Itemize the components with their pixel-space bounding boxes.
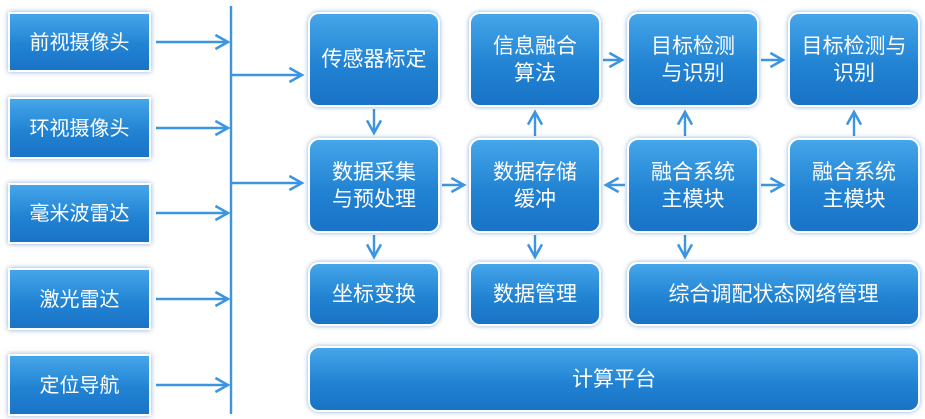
- positioning-navigation-label: 定位导航: [39, 372, 120, 397]
- data-acquisition-label-line1: 数据采集: [332, 160, 416, 185]
- data-acquisition-label-line2: 与预处理: [332, 186, 416, 211]
- lidar-label: 激光雷达: [39, 286, 120, 311]
- fusion-main-1-label-line1: 融合系统: [651, 160, 735, 185]
- target-detection-2-label-line1: 目标检测与: [801, 34, 907, 59]
- computing-platform-box: 计算平台: [308, 346, 920, 412]
- fusion-algorithm-box: 信息融合 算法: [469, 12, 601, 107]
- mmwave-radar-label: 毫米波雷达: [29, 201, 130, 225]
- front-camera-label: 前视摄像头: [29, 29, 130, 54]
- surround-camera-box: 环视摄像头: [8, 97, 151, 159]
- network-management-box: 综合调配状态网络管理: [627, 262, 920, 326]
- target-detection-1-label-line1: 目标检测: [651, 34, 735, 59]
- front-camera-box: 前视摄像头: [8, 12, 151, 72]
- data-management-label: 数据管理: [493, 281, 577, 306]
- fusion-algorithm-label-line1: 信息融合: [493, 34, 577, 59]
- network-management-label: 综合调配状态网络管理: [668, 281, 879, 306]
- mmwave-radar-box: 毫米波雷达: [8, 183, 151, 244]
- sensor-calibration-box: 传感器标定: [308, 12, 440, 107]
- fusion-main-module-box-1: 融合系统 主模块: [627, 138, 759, 233]
- positioning-navigation-box: 定位导航: [8, 354, 151, 416]
- target-detection-box-2: 目标检测与 识别: [788, 12, 920, 107]
- fusion-main-module-box-2: 融合系统 主模块: [788, 138, 920, 233]
- fusion-main-2-label-line2: 主模块: [822, 186, 886, 211]
- data-storage-label-line1: 数据存储: [493, 160, 577, 185]
- data-storage-label-line2: 缓冲: [514, 186, 556, 211]
- target-detection-box-1: 目标检测 与识别: [627, 12, 759, 107]
- sensor-calibration-label: 传感器标定: [321, 47, 427, 72]
- target-detection-1-label-line2: 与识别: [661, 60, 725, 85]
- data-storage-box: 数据存储 缓冲: [469, 138, 601, 233]
- lidar-box: 激光雷达: [8, 268, 151, 330]
- fusion-main-2-label-line1: 融合系统: [812, 160, 896, 185]
- surround-camera-label: 环视摄像头: [29, 115, 130, 140]
- target-detection-2-label-line2: 识别: [833, 60, 875, 85]
- coordinate-transform-box: 坐标变换: [308, 262, 440, 326]
- data-acquisition-box: 数据采集 与预处理: [308, 138, 440, 233]
- computing-platform-label: 计算平台: [572, 366, 656, 391]
- fusion-main-1-label-line2: 主模块: [661, 186, 725, 211]
- coordinate-transform-label: 坐标变换: [332, 281, 416, 306]
- data-management-box: 数据管理: [469, 262, 601, 326]
- fusion-algorithm-label-line2: 算法: [514, 60, 556, 85]
